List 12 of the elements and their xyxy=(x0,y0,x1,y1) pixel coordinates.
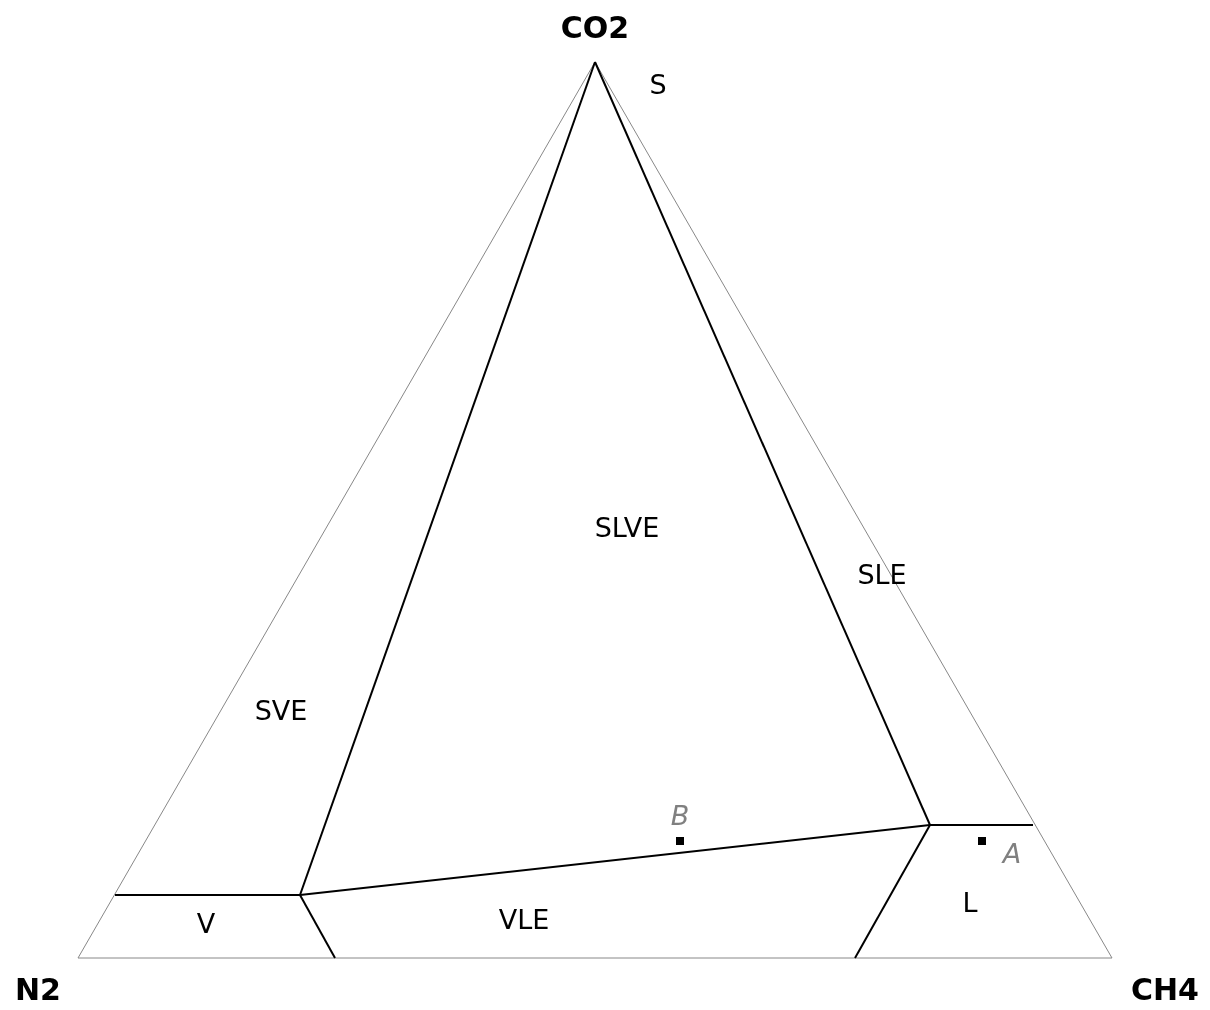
point-label: B xyxy=(670,801,690,829)
region-label: SLVE xyxy=(594,513,660,541)
vertex-label: N2 xyxy=(15,975,61,1005)
region-label: SLE xyxy=(857,560,907,588)
region-label: VLE xyxy=(498,905,550,933)
region-label: SVE xyxy=(254,696,308,724)
region-label: L xyxy=(962,888,978,916)
point-label: A xyxy=(1002,839,1022,867)
vertex-label: CO2 xyxy=(560,13,630,43)
vertex-label: CH4 xyxy=(1131,975,1199,1005)
region-label: S xyxy=(649,70,667,98)
region-label: V xyxy=(196,909,216,937)
